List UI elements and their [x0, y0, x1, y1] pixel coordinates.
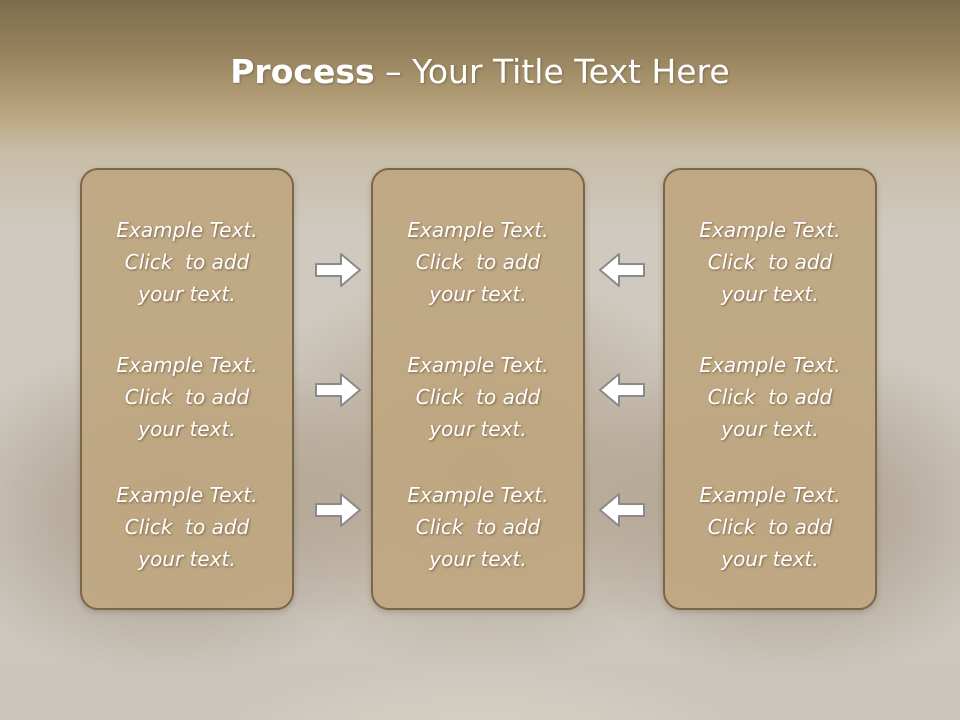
slide-title: Process – Your Title Text Here [0, 52, 960, 91]
text-line: Click to add [415, 515, 541, 539]
arrow-left-icon [599, 373, 645, 407]
text-line: your text. [721, 282, 819, 306]
text-line: your text. [721, 417, 819, 441]
text-line: your text. [721, 547, 819, 571]
text-line: Example Text. [407, 218, 549, 242]
text-line: your text. [138, 547, 236, 571]
text-placeholder[interactable]: Example Text. Click to add your text. [82, 349, 292, 445]
text-line: Click to add [415, 385, 541, 409]
text-line: Example Text. [407, 353, 549, 377]
panel-right: Example Text. Click to add your text. Ex… [663, 168, 877, 610]
title-bold: Process [230, 52, 375, 91]
text-line: your text. [138, 417, 236, 441]
text-line: Example Text. [699, 353, 841, 377]
text-placeholder[interactable]: Example Text. Click to add your text. [82, 214, 292, 310]
text-line: Example Text. [699, 218, 841, 242]
arrow-left-icon [599, 493, 645, 527]
text-placeholder[interactable]: Example Text. Click to add your text. [373, 214, 583, 310]
text-placeholder[interactable]: Example Text. Click to add your text. [665, 479, 875, 575]
text-placeholder[interactable]: Example Text. Click to add your text. [82, 479, 292, 575]
text-line: Example Text. [116, 353, 258, 377]
text-line: your text. [138, 282, 236, 306]
arrow-right-icon [315, 493, 361, 527]
text-line: Example Text. [407, 483, 549, 507]
text-placeholder[interactable]: Example Text. Click to add your text. [665, 214, 875, 310]
text-line: Click to add [707, 250, 833, 274]
text-line: your text. [429, 417, 527, 441]
text-placeholder[interactable]: Example Text. Click to add your text. [373, 479, 583, 575]
text-line: your text. [429, 547, 527, 571]
text-line: Example Text. [116, 483, 258, 507]
panel-center: Example Text. Click to add your text. Ex… [371, 168, 585, 610]
arrow-left-icon [599, 253, 645, 287]
panel-left: Example Text. Click to add your text. Ex… [80, 168, 294, 610]
text-line: Click to add [124, 250, 250, 274]
text-line: Click to add [124, 385, 250, 409]
arrow-right-icon [315, 373, 361, 407]
text-line: your text. [429, 282, 527, 306]
text-placeholder[interactable]: Example Text. Click to add your text. [665, 349, 875, 445]
text-line: Example Text. [699, 483, 841, 507]
text-line: Click to add [124, 515, 250, 539]
title-rest: – Your Title Text Here [374, 52, 730, 91]
text-line: Click to add [707, 385, 833, 409]
text-line: Click to add [707, 515, 833, 539]
text-placeholder[interactable]: Example Text. Click to add your text. [373, 349, 583, 445]
text-line: Example Text. [116, 218, 258, 242]
arrow-right-icon [315, 253, 361, 287]
text-line: Click to add [415, 250, 541, 274]
